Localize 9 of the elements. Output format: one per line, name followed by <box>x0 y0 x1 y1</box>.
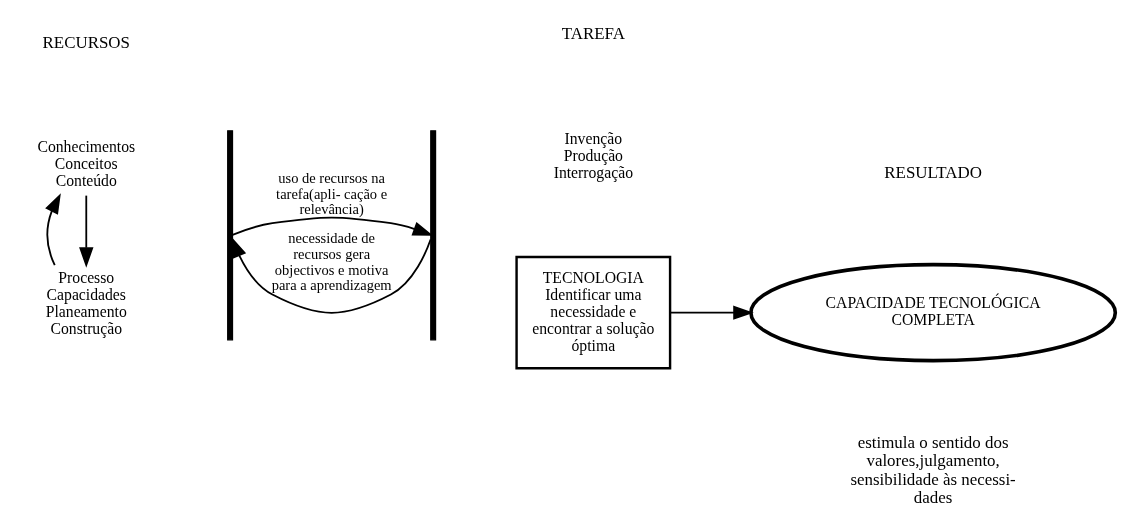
node-text: Invenção Produção Interrogação <box>553 129 633 181</box>
label: TAREFA <box>561 24 625 44</box>
label: estimula o sentido dos valores,julgamento, sensibilidade às necessi- dades <box>849 433 1016 507</box>
node-text: Processo Capacidades Planeamento Construção <box>45 268 127 337</box>
edge-label: necessidade de recursos gera objectivos e motiva para a aprendizagem <box>271 230 392 294</box>
label: RECURSOS <box>42 32 130 52</box>
label: RESULTADO <box>883 163 982 183</box>
edge-label: uso de recursos na tarefa(apli- cação e relevância) <box>275 169 387 218</box>
node-text: Conhecimentos Conceitos Conteúdo <box>36 138 135 190</box>
